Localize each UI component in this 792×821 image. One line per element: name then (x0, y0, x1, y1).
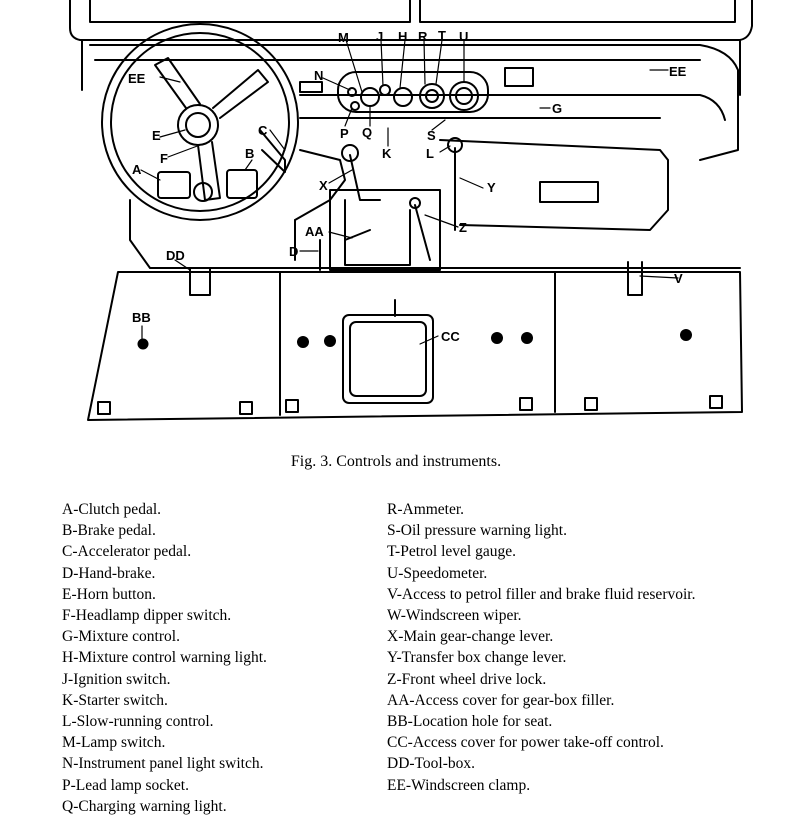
label-t: T (438, 28, 446, 43)
instrument-dials (347, 81, 479, 111)
legend-item: BB-Location hole for seat. (387, 713, 553, 731)
label-q: Q (362, 125, 372, 140)
label-f: F (160, 151, 168, 166)
label-n: N (314, 68, 323, 83)
label-bb: BB (132, 310, 151, 325)
label-l: L (426, 146, 434, 161)
legend-item: D-Hand-brake. (62, 564, 156, 582)
legend-item: W-Windscreen wiper. (387, 607, 522, 625)
label-d: D (289, 244, 298, 259)
label-v: V (674, 271, 683, 286)
label-dd: DD (166, 248, 185, 263)
legend-item: B-Brake pedal. (62, 522, 156, 540)
label-p: P (340, 126, 349, 141)
label-m: M (338, 30, 349, 45)
floor (129, 139, 741, 271)
legend-item: R-Ammeter. (387, 501, 465, 518)
legend-item: T-Petrol level gauge. (387, 543, 516, 561)
legend-item: AA-Access cover for gear-box filler. (387, 691, 615, 709)
legend-item: EE-Windscreen clamp. (387, 776, 531, 794)
label-j: J (376, 29, 383, 44)
seat-box (87, 261, 743, 421)
label-cc: CC (441, 329, 460, 344)
legend-item: L-Slow-running control. (62, 713, 214, 731)
legend-item: K-Starter switch. (62, 691, 168, 709)
label-a: A (132, 162, 142, 177)
pedals (157, 129, 286, 202)
label-ee-right: EE (669, 64, 687, 79)
label-r: R (418, 29, 428, 44)
legend-item: X-Main gear-change lever. (387, 628, 554, 646)
legend-item: C-Accelerator pedal. (62, 543, 192, 561)
label-g: G (552, 101, 562, 116)
windscreen-frame (69, 0, 753, 96)
label-s: S (427, 128, 436, 143)
legend-item: A-Clutch pedal. (62, 501, 162, 518)
legend-item: H-Mixture control warning light. (62, 649, 267, 667)
label-b: B (245, 146, 254, 161)
legend-item: N-Instrument panel light switch. (62, 755, 264, 773)
levers (319, 137, 463, 271)
holes (137, 329, 692, 350)
legend-item: U-Speedometer. (387, 564, 488, 582)
steering-wheel (101, 23, 299, 221)
dashboard (89, 44, 739, 161)
legend-right-column: R-Ammeter. S-Oil pressure warning light.… (387, 499, 695, 796)
label-aa: AA (305, 224, 324, 239)
label-c: C (258, 123, 268, 138)
label-h: H (398, 29, 407, 44)
figure-caption: Fig. 3. Controls and instruments. (290, 453, 502, 470)
legend-left-column: A-Clutch pedal. B-Brake pedal. C-Acceler… (62, 499, 267, 817)
legend-item: CC-Access cover for power take-off contr… (387, 734, 664, 752)
legend-item: DD-Tool-box. (387, 755, 476, 773)
leader-lines (140, 39, 679, 345)
legend-item: Y-Transfer box change lever. (387, 649, 567, 667)
legend-item: M-Lamp switch. (62, 734, 166, 752)
label-u: U (459, 29, 468, 44)
label-z: Z (459, 220, 467, 235)
legend-item: G-Mixture control. (62, 628, 180, 646)
label-e: E (152, 128, 161, 143)
legend-item: Z-Front wheel drive lock. (387, 670, 547, 688)
legend-item: V-Access to petrol filler and brake flui… (387, 585, 696, 603)
legend-item: P-Lead lamp socket. (62, 776, 189, 794)
label-x: X (319, 178, 328, 193)
controls-diagram: M J H R T U N P Q K S L G EE EE E C F B … (69, 0, 753, 421)
label-y: Y (487, 180, 496, 195)
label-k: K (382, 146, 392, 161)
legend-item: Q-Charging warning light. (62, 797, 227, 815)
legend-item: S-Oil pressure warning light. (387, 522, 567, 540)
legend-item: J-Ignition switch. (62, 670, 171, 688)
label-ee-left: EE (128, 71, 146, 86)
legend-item: F-Headlamp dipper switch. (62, 607, 232, 625)
legend-item: E-Horn button. (62, 585, 156, 603)
